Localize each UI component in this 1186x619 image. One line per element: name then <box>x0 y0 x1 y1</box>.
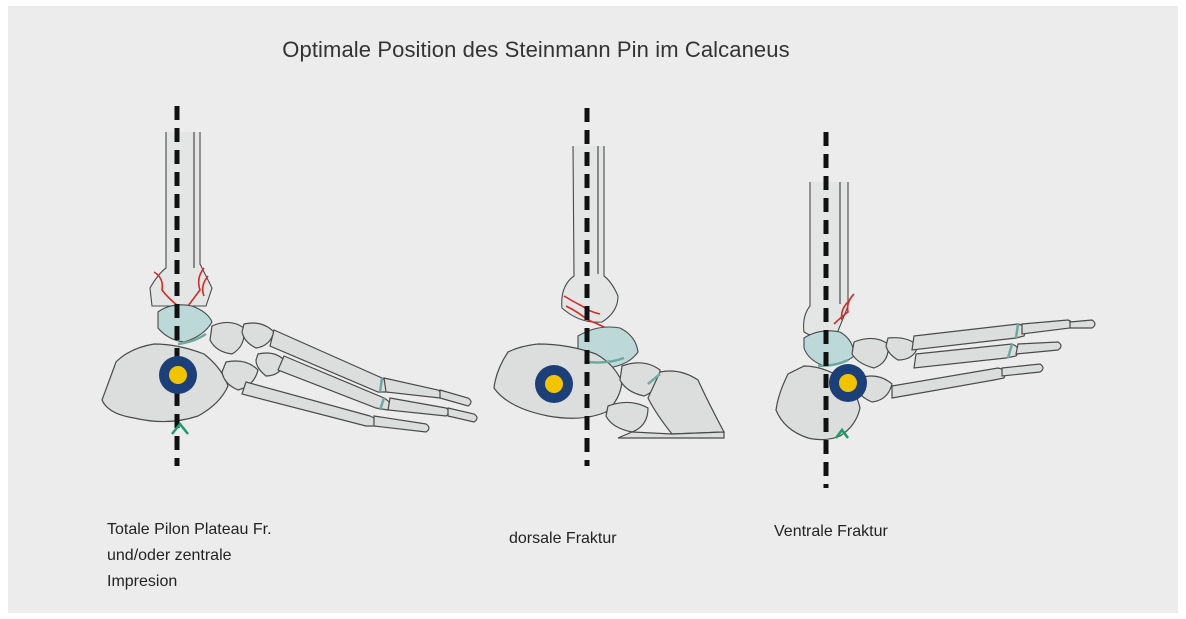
figure-panel: Optimale Position des Steinmann Pin im C… <box>8 6 1178 613</box>
caption-line: dorsale Fraktur <box>509 526 617 552</box>
foot-diagram-2 <box>494 108 724 466</box>
caption-line: Ventrale Fraktur <box>774 519 888 545</box>
foot-diagram-1 <box>102 106 477 466</box>
foot-diagram-3 <box>776 132 1095 488</box>
caption-line: Totale Pilon Plateau Fr. <box>107 517 272 543</box>
caption-figure-2: dorsale Fraktur <box>509 526 617 552</box>
caption-line: und/oder zentrale <box>107 543 272 569</box>
caption-figure-3: Ventrale Fraktur <box>774 519 888 545</box>
caption-line: Impresion <box>107 569 272 595</box>
caption-figure-1: Totale Pilon Plateau Fr. und/oder zentra… <box>107 517 272 595</box>
